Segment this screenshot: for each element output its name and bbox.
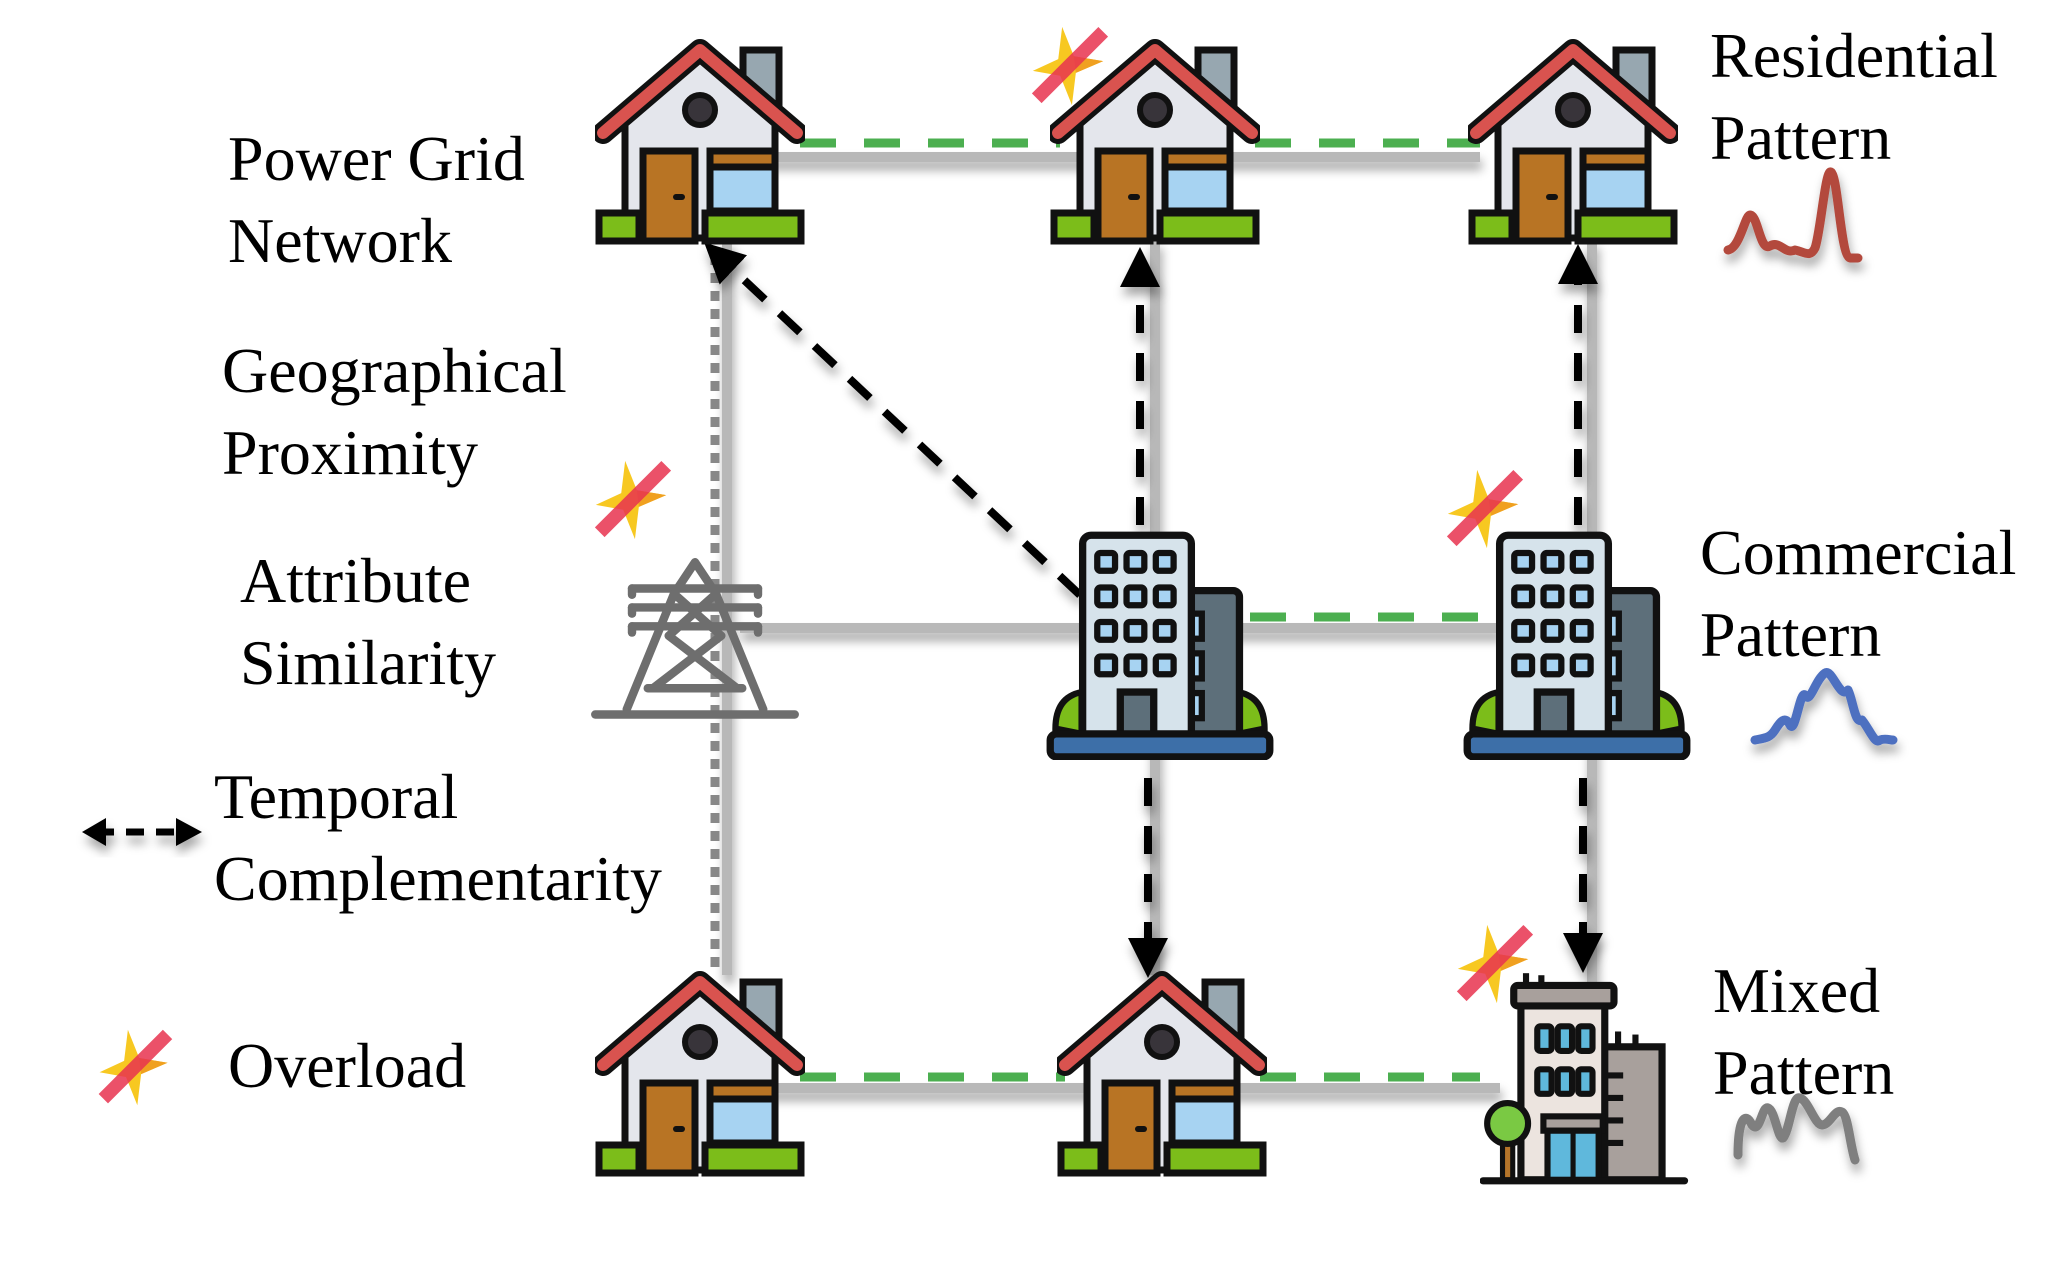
- legend-geographical-label: Geographical Proximity: [222, 330, 567, 494]
- legend-overload-line1: Overload: [228, 1030, 467, 1101]
- geographical-edges: [800, 138, 1480, 1082]
- house-bottom-left: [599, 982, 801, 1173]
- house-top-center: [1054, 50, 1256, 241]
- temporal-edges: [704, 242, 1603, 978]
- mixed-bottom-right: [1483, 973, 1684, 1181]
- office-center: [1050, 535, 1270, 757]
- house-top-right: [1472, 50, 1674, 241]
- residential-pattern-line1: Residential: [1710, 20, 1998, 91]
- legend-temporal-swatch: [82, 818, 202, 846]
- legend-power-grid-label: Power Grid Network: [228, 118, 525, 282]
- legend-attribute-line1: Attribute: [240, 545, 472, 616]
- legend-overload-label: Overload: [228, 1025, 466, 1107]
- legend-overload-icon: [100, 1030, 168, 1106]
- legend-temporal-line1: Temporal: [214, 761, 459, 832]
- residential-pattern-label: Residential Pattern: [1710, 15, 1998, 179]
- house-top-left: [599, 50, 801, 241]
- commercial-pattern-curve: [1750, 668, 1898, 746]
- commercial-pattern-line1: Commercial: [1700, 517, 2017, 588]
- temporal-edge: [704, 242, 1083, 598]
- overload-icon: [596, 461, 666, 539]
- house-bottom-center: [1061, 982, 1263, 1173]
- residential-pattern-curve: [1723, 167, 1863, 263]
- residential-pattern-line2: Pattern: [1710, 102, 1892, 173]
- commercial-pattern-line2: Pattern: [1700, 599, 1882, 670]
- mixed-pattern-line2: Pattern: [1713, 1037, 1895, 1108]
- legend-attribute-line2: Similarity: [240, 627, 496, 698]
- mixed-pattern-curve: [1733, 1093, 1860, 1165]
- legend-power-grid-line1: Power Grid: [228, 123, 525, 194]
- legend-geographical-line1: Geographical: [222, 335, 567, 406]
- legend-attribute-label: Attribute Similarity: [240, 540, 496, 704]
- mixed-pattern-label: Mixed Pattern: [1713, 950, 1894, 1114]
- office-middle-right: [1467, 535, 1687, 757]
- commercial-pattern-label: Commercial Pattern: [1700, 512, 2016, 676]
- legend-power-grid-line2: Network: [228, 205, 452, 276]
- transmission-tower: [595, 562, 795, 714]
- legend: [75, 190, 210, 1106]
- legend-temporal-label: Temporal Complementarity: [214, 756, 662, 920]
- legend-temporal-line2: Complementarity: [214, 843, 662, 914]
- mixed-pattern-line1: Mixed: [1713, 955, 1881, 1026]
- legend-geographical-line2: Proximity: [222, 417, 479, 488]
